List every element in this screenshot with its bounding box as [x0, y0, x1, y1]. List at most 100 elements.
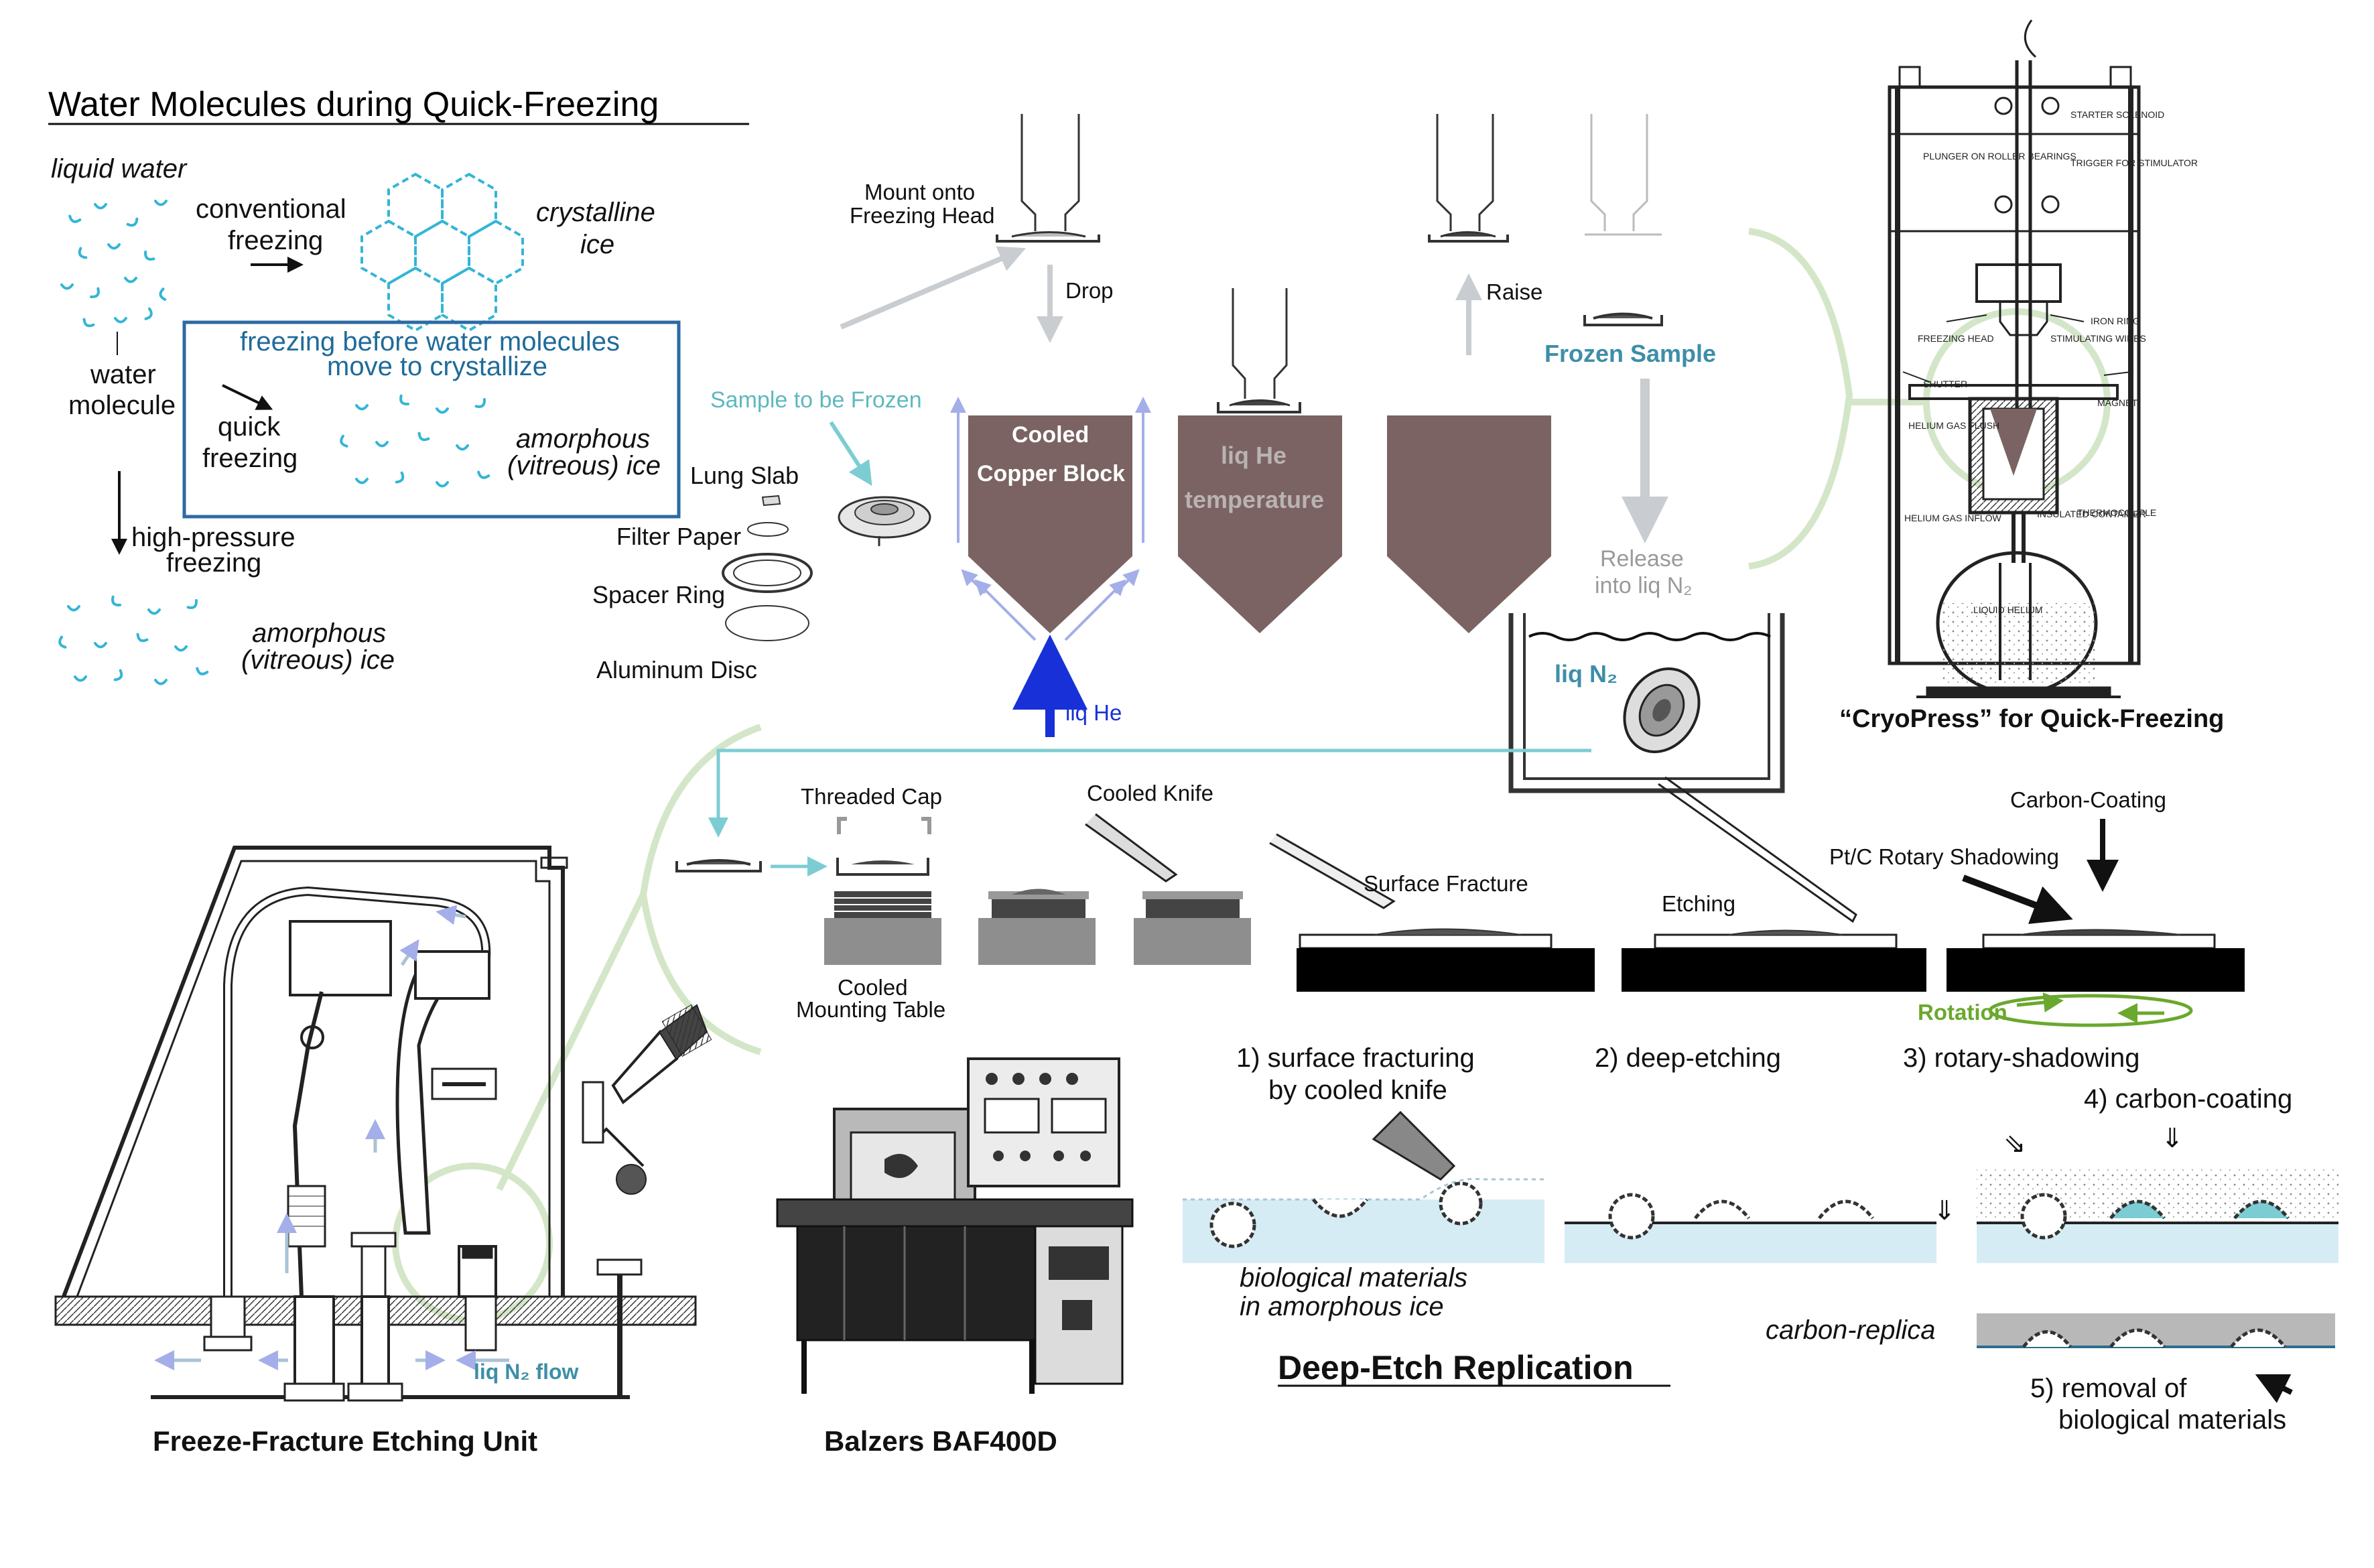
cp-label-trigger: TRIGGER FOR STIMULATOR — [2070, 157, 2198, 168]
frozen-sample-label: Frozen Sample — [1544, 340, 1716, 367]
ptc-label: Pt/C Rotary Shadowing — [1829, 844, 2059, 869]
copper-block-2 — [1178, 415, 1342, 633]
raise-label: Raise — [1486, 279, 1542, 304]
carbon-replica-label: carbon-replica — [1766, 1315, 1935, 1345]
amorphous2-line1: amorphous — [252, 618, 386, 648]
freezing-head-1 — [996, 114, 1100, 243]
amorphous1-line2: (vitreous) ice — [507, 451, 661, 480]
helium-flow-arrows — [950, 397, 1151, 641]
cp-label-starter: STARTER SOLENOID — [2070, 109, 2164, 120]
spacer-ring-label: Spacer Ring — [592, 581, 725, 608]
sample-assembly: Lung Slab Filter Paper Spacer Ring Alumi… — [592, 462, 931, 683]
cp-label-iron-ring: IRON RING — [2091, 316, 2140, 326]
transport-arrow — [708, 748, 1591, 838]
liq-he-temp-line2: temperature — [1185, 486, 1324, 513]
table-line1: Cooled — [838, 975, 908, 1000]
cp-label-stimulating: STIMULATING WIRES — [2050, 333, 2146, 344]
unit-flow-arrows — [154, 905, 509, 1370]
unit-caption: Freeze-Fracture Etching Unit — [153, 1425, 537, 1457]
down-arrow-1: ⇓ — [1933, 1196, 1956, 1226]
bio-line1: biological materials — [1240, 1263, 1467, 1293]
quick-line1: quick — [218, 412, 281, 442]
box-line2: move to crystallize — [327, 352, 547, 381]
liq-n2-bath: liq N₂ — [1508, 613, 1785, 793]
cp-label-he-inflow: HELIUM GAS INFLOW — [1904, 513, 2001, 523]
sample-arrow — [829, 421, 872, 486]
step5-line1: 5) removal of — [2030, 1374, 2187, 1403]
cooled-knife-label: Cooled Knife — [1087, 781, 1213, 805]
cryopress-caption: “CryoPress” for Quick-Freezing — [1839, 705, 2224, 733]
step1-line1: 1) surface fracturing — [1236, 1043, 1475, 1073]
step1-line2: by cooled knife — [1268, 1075, 1447, 1105]
freezing-head-4 — [1585, 114, 1662, 236]
assembled-sample — [838, 496, 931, 546]
amorphous1-line1: amorphous — [516, 424, 650, 454]
etching-label: Etching — [1662, 891, 1735, 916]
cooled-line1: Cooled — [1012, 422, 1089, 448]
mount-arrow — [840, 246, 1027, 330]
coat-arrow: ⇓ — [2161, 1124, 2184, 1153]
table-line2: Mounting Table — [796, 997, 945, 1022]
mount-line1: Mount onto — [864, 180, 975, 204]
shadow-arrow: ⇘ — [2003, 1129, 2026, 1159]
freezing-sequence: Mount onto Freezing Head Sample to be Fr… — [710, 114, 1785, 793]
quick-arrow — [222, 384, 273, 410]
step4-label: 4) carbon-coating — [2084, 1084, 2292, 1114]
bio-line2: in amorphous ice — [1240, 1292, 1444, 1321]
amorphous2-line2: (vitreous) ice — [241, 645, 395, 675]
balzers-caption: Balzers BAF400D — [824, 1425, 1057, 1457]
liquid-water-cluster — [60, 200, 168, 330]
water-molecules-panel: Water Molecules during Quick-Freezing li… — [48, 85, 749, 685]
liquid-water-label: liquid water — [51, 154, 188, 184]
sample-in-head — [675, 859, 762, 872]
quick-freezing-box — [182, 320, 681, 519]
cp-label-plunger: PLUNGER ON ROLLER BEARINGS — [1923, 151, 2076, 161]
replication-panel: 1) surface fracturing by cooled knife 2)… — [1183, 1043, 2338, 1435]
threaded-cap-label: Threaded Cap — [801, 784, 942, 809]
replication-title: Deep-Etch Replication — [1278, 1349, 1634, 1386]
water-molecule-line2: molecule — [68, 391, 176, 420]
amorphous-ice-cluster-1 — [338, 394, 490, 488]
sample-to-be-frozen-label: Sample to be Frozen — [710, 387, 922, 413]
cryopress-drawing — [1888, 19, 2141, 698]
aluminum-disc-label: Aluminum Disc — [596, 656, 757, 683]
freezing-head-3 — [1428, 114, 1509, 243]
surface-fracture-label: Surface Fracture — [1364, 871, 1528, 896]
ptc-arrow — [1962, 874, 2073, 924]
hp-line1: high-pressure — [131, 523, 295, 552]
liq-n2-label: liq N₂ — [1555, 660, 1618, 688]
hp-line2: freezing — [166, 548, 261, 578]
cp-label-container: INSULATED CONTAINER — [2037, 509, 2146, 519]
green-connectors — [392, 228, 2111, 1323]
crystalline-line2: ice — [580, 230, 614, 259]
cp-label-freezing-head: FREEZING HEAD — [1918, 333, 1994, 344]
cp-label-he-flush: HELIUM GAS FLUSH — [1908, 420, 1999, 431]
cooled-line2: Copper Block — [977, 461, 1125, 486]
amorphous-ice-cluster-2 — [56, 595, 209, 685]
cp-label-thermocouple: THERMOCOUPLE — [2077, 507, 2156, 518]
etching-unit-drawing — [54, 846, 712, 1402]
water-title: Water Molecules during Quick-Freezing — [48, 85, 659, 124]
release-line1: Release — [1600, 546, 1684, 572]
release-line2: into liq N₂ — [1595, 573, 1692, 598]
cp-label-liquid-helium: LIQUID HELIUM — [1973, 604, 2042, 615]
carbon-coating-label: Carbon-Coating — [2010, 787, 2166, 812]
cp-label-shutter: SHUTTER — [1923, 379, 1967, 389]
freezing-head-2 — [1217, 288, 1301, 413]
cp-label-magnet: MAGNET — [2097, 397, 2137, 408]
fracture-sequence: Surface Fracture Etching Carbon-Coating … — [1269, 776, 2245, 1027]
box-line1: freezing before water molecules — [240, 327, 620, 356]
liq-he-label: liq He — [1065, 700, 1122, 725]
flow-label: liq N₂ flow — [474, 1360, 579, 1384]
mounting-sequence: Threaded Cap Cooled Mounting Table Coole… — [675, 781, 1251, 1022]
copper-block-1 — [968, 415, 1132, 633]
copper-block-3 — [1387, 415, 1551, 633]
lung-slab-label: Lung Slab — [690, 462, 799, 489]
removal-arrow — [2255, 1374, 2293, 1403]
crystalline-ice-lattice — [360, 172, 524, 332]
conventional-line2: freezing — [228, 226, 323, 255]
rotation-label: Rotation — [1918, 1000, 2007, 1025]
frozen-sample-icon — [1583, 312, 1663, 326]
